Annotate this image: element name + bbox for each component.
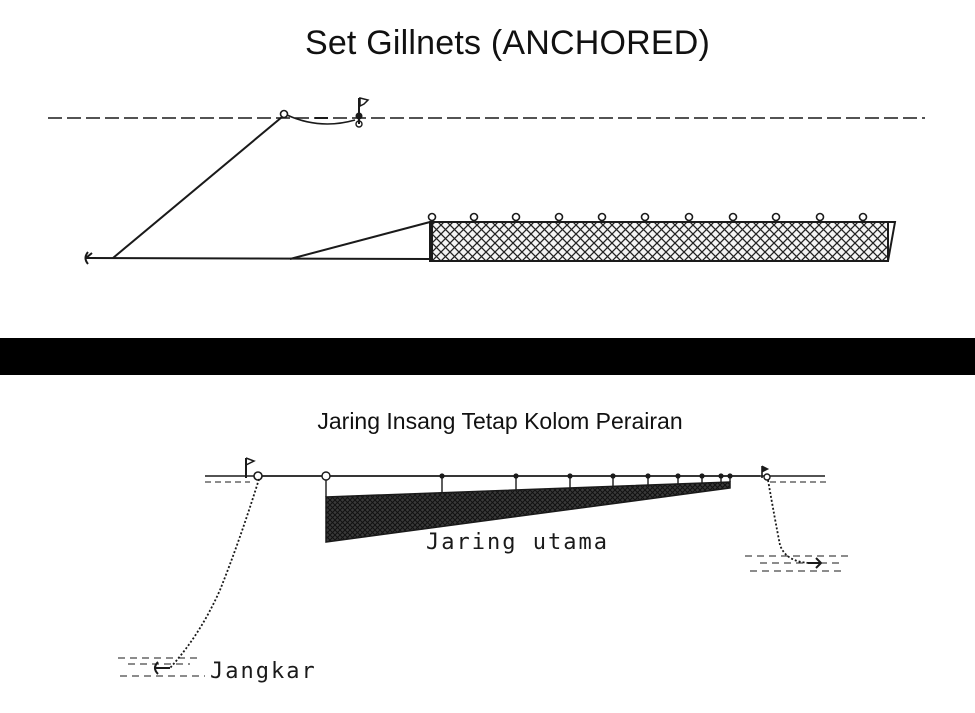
bridle-line [289, 221, 431, 260]
section-divider [0, 338, 975, 375]
main-net-label: Jaring utama [426, 530, 609, 555]
net-mesh [429, 221, 889, 262]
net-droppers [325, 478, 731, 497]
flag-icon-right [761, 465, 771, 481]
anchor-icon [154, 661, 170, 675]
buoy-float-icon [279, 109, 356, 125]
bottom-diagram-title: Jaring Insang Tetap Kolom Perairan [317, 408, 683, 434]
ground-line [87, 257, 431, 260]
anchor-icon [84, 251, 96, 265]
flag-icon [355, 97, 370, 128]
anchor-rope [112, 116, 283, 259]
top-diagram [48, 97, 925, 265]
float-icon [321, 471, 331, 481]
anchor-rope-left [169, 478, 260, 669]
float-icon [427, 212, 868, 222]
anchor-rope-right [767, 479, 811, 564]
top-diagram-title: Set Gillnets (ANCHORED) [304, 24, 711, 62]
anchor-label: Jangkar [210, 659, 317, 684]
bottom-diagram [118, 457, 848, 677]
main-net-mesh [325, 481, 731, 543]
